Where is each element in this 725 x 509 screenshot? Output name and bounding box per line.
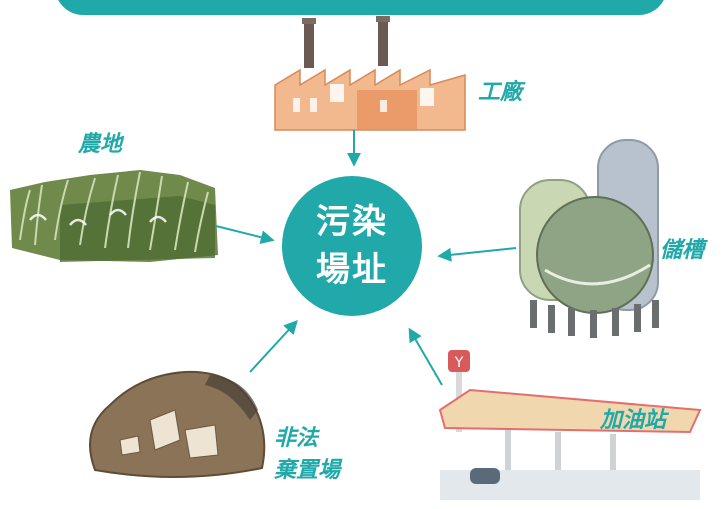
- arrow-gas-station: [408, 327, 443, 386]
- label-storage-tank: 儲槽: [660, 238, 705, 263]
- label-illegal-dump-line1: 非法: [274, 426, 319, 451]
- illegal-dump-illustration: [89, 370, 266, 478]
- center-text-line1: 污染: [316, 202, 388, 242]
- top-banner: [55, 0, 667, 15]
- label-factory: 工廠: [478, 80, 523, 105]
- farmland-illustration: [10, 170, 218, 262]
- factory-illustration: [274, 16, 466, 131]
- center-text-line2: 場址: [316, 250, 388, 290]
- arrow-illegal-dump: [249, 319, 298, 373]
- label-illegal-dump-line2: 棄置場: [274, 458, 341, 483]
- svg-text:Y: Y: [454, 355, 464, 371]
- arrow-farmland: [215, 225, 275, 245]
- gas-station-illustration: Y: [438, 350, 702, 500]
- arrow-storage-tank: [437, 247, 517, 262]
- storage-tank-illustration: [519, 139, 659, 338]
- label-gas-station: 加油站: [600, 408, 667, 433]
- contaminated-site-circle: 污染 場址: [282, 176, 422, 316]
- label-farmland: 農地: [78, 132, 123, 157]
